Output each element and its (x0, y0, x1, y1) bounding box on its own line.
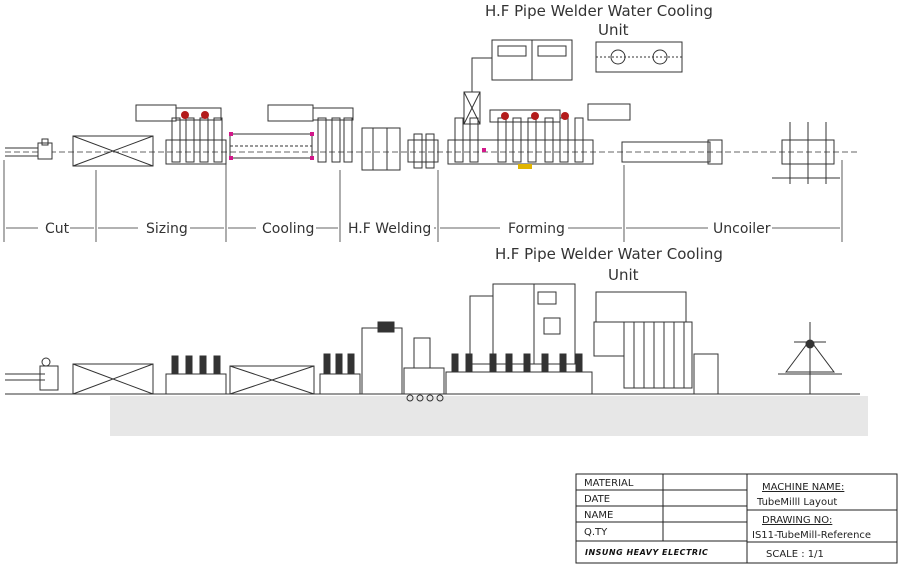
plan-hf-welding (361, 127, 439, 171)
elev-forming-stands (445, 353, 593, 395)
section-label-uncoiler: Uncoiler (713, 221, 771, 237)
tb-drawing-no: IS11-TubeMill-Reference (752, 530, 871, 541)
tb-machine-name: TubeMilll Layout (756, 497, 837, 508)
section-label-hf-welding: H.F Welding (348, 221, 431, 237)
tb-machine-name-label: MACHINE NAME: (762, 482, 844, 493)
tb-scale: SCALE : 1/1 (766, 549, 824, 560)
elev-cooling-box (229, 365, 315, 395)
elevation-water-unit-title-2: Unit (608, 266, 639, 284)
plan-cooling-unit (229, 104, 354, 163)
plan-view (3, 39, 860, 242)
elev-sizing-stands (165, 355, 227, 395)
section-label-forming: Forming (508, 221, 565, 237)
elev-hf-welding (361, 321, 445, 402)
elev-uncoiler (778, 322, 842, 394)
elev-water-cooling-unit (593, 291, 719, 395)
plan-forming-stands (447, 103, 631, 169)
tb-field-qty: Q.TY (584, 527, 608, 538)
elev-sizing-box (72, 363, 154, 395)
floor-foundation (110, 396, 868, 436)
section-dimension-lines (3, 160, 843, 242)
title-block (575, 473, 898, 564)
tb-drawing-no-label: DRAWING NO: (762, 515, 832, 526)
elevation-water-unit-title: H.F Pipe Welder Water Cooling (495, 245, 723, 263)
plan-sizing-box (72, 135, 154, 167)
section-label-cooling: Cooling (262, 221, 314, 237)
elev-turkshead-stands (319, 353, 361, 395)
elev-cut-unit (5, 357, 59, 391)
elev-hf-welder-cabinet (469, 283, 576, 365)
elevation-view (5, 283, 868, 436)
section-label-cut: Cut (45, 221, 70, 237)
tb-company-name: INSUNG HEAVY ELECTRIC (585, 548, 708, 557)
tb-field-date: DATE (584, 494, 610, 505)
plan-water-cooling-unit (463, 39, 683, 125)
plan-sizing-stands (135, 104, 227, 165)
plan-uncoiler (621, 122, 840, 184)
tb-field-name: NAME (584, 510, 613, 521)
plan-water-unit-title-2: Unit (598, 21, 629, 39)
plan-water-unit-title: H.F Pipe Welder Water Cooling (485, 2, 713, 20)
section-label-sizing: Sizing (146, 221, 188, 237)
plan-cut-unit (5, 138, 53, 160)
tb-field-material: MATERIAL (584, 478, 634, 489)
